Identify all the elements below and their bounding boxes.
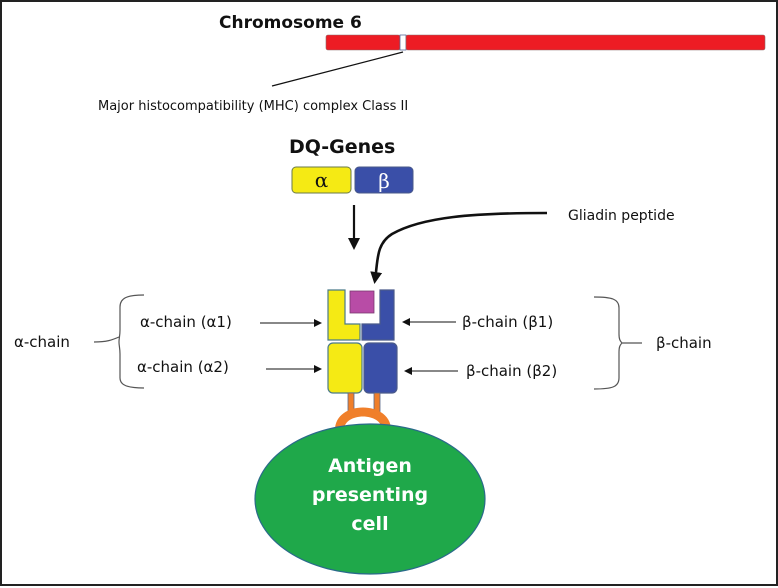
chromosome-title: Chromosome 6 — [219, 13, 362, 33]
gliadin-peptide — [349, 290, 375, 314]
alpha-chain-group-label: α-chain — [14, 333, 70, 351]
beta1-domain — [361, 289, 395, 341]
beta-gene-symbol: β — [378, 169, 390, 193]
mhc-band — [399, 34, 407, 51]
beta1-label: β-chain (β1) — [462, 313, 553, 331]
beta-gene-box — [354, 166, 414, 194]
dq-genes-title: DQ-Genes — [289, 136, 395, 158]
alpha1-label: α-chain (α1) — [140, 313, 232, 331]
alpha-gene-box — [291, 166, 352, 194]
beta2-label: β-chain (β2) — [466, 362, 557, 380]
gliadin-binding-arrow — [370, 211, 548, 284]
antigen-presenting-cell — [254, 423, 486, 575]
cell-label-line2: presenting — [312, 484, 428, 506]
cell-label-line1: Antigen — [328, 455, 412, 477]
chromosome-segment-left — [325, 34, 401, 51]
gliadin-label: Gliadin peptide — [568, 208, 675, 224]
alpha-gene-symbol: α — [315, 168, 329, 192]
mhc-label: Major histocompatibility (MHC) complex C… — [98, 99, 408, 114]
alpha-chain-brace — [93, 294, 145, 389]
beta2-domain — [363, 342, 398, 394]
beta-chain-brace — [593, 296, 642, 390]
chromosome-bar — [325, 34, 766, 51]
chromosome-segment-right — [405, 34, 766, 51]
mhc-class-ii-molecule — [327, 289, 398, 430]
beta-chain-group-label: β-chain — [656, 334, 712, 352]
cell-label-line3: cell — [351, 513, 388, 535]
alpha2-label: α-chain (α2) — [137, 358, 229, 376]
membrane-anchor-arch — [335, 407, 391, 430]
alpha2-domain — [327, 342, 363, 394]
alpha1-domain — [327, 289, 361, 341]
mhc-pointer-line — [271, 51, 404, 87]
